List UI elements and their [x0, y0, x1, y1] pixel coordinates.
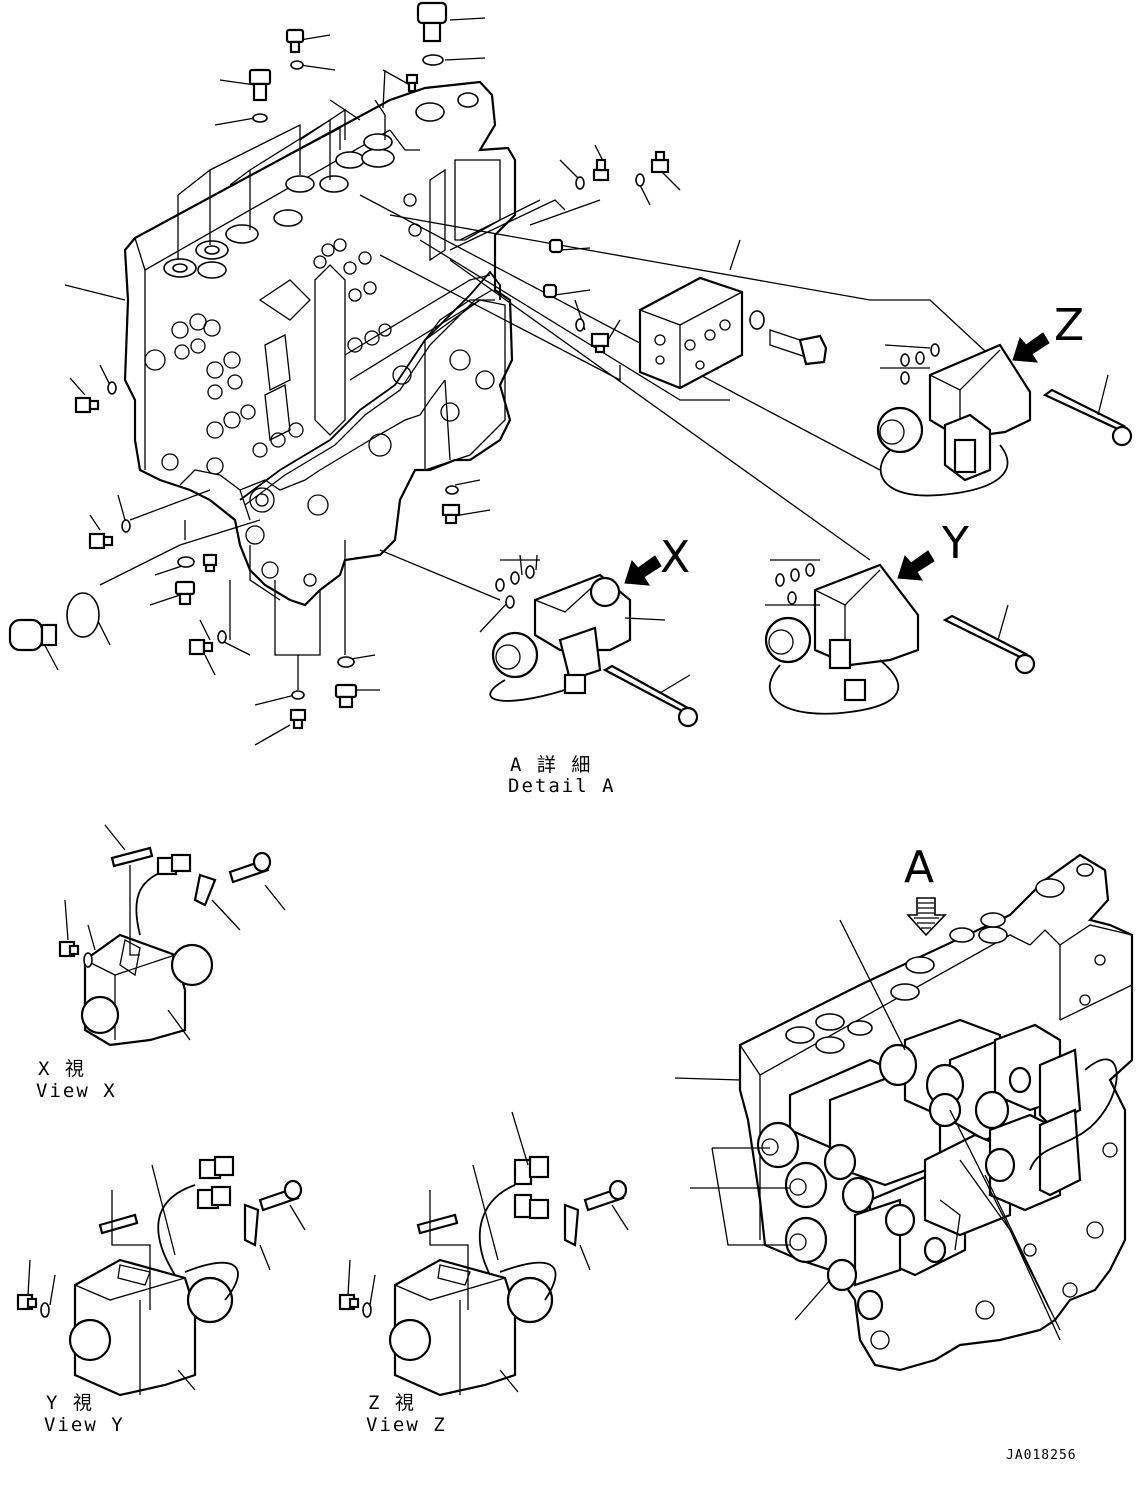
bolt-icon: [202, 553, 218, 573]
bolt-icon: [285, 28, 305, 54]
o-ring-icon: [291, 690, 305, 700]
view-arrow-label-z: Z: [1054, 300, 1085, 351]
thick-black-arrow-icon: [624, 555, 662, 586]
o-ring-icon: [575, 318, 585, 332]
bolt-icon: [8, 618, 58, 652]
section-arrow-label-a: A: [904, 842, 935, 893]
o-ring-icon: [422, 54, 444, 66]
o-ring-icon: [290, 60, 304, 70]
block-valve: [638, 276, 828, 390]
o-ring-icon: [445, 485, 459, 495]
bolt-icon: [74, 396, 100, 414]
bolt-icon: [650, 150, 670, 174]
assembled-valve-view: [674, 853, 1134, 1372]
solenoid-y: [764, 559, 1036, 715]
detail-a-caption-jp: A 詳 細: [510, 754, 593, 776]
detail-a-caption-en: Detail A: [508, 775, 616, 797]
bolt-icon: [416, 1, 448, 43]
o-ring-icon: [337, 656, 355, 668]
bolt-icon: [441, 503, 461, 525]
o-ring-icon: [121, 519, 131, 533]
view-arrow-label-x: X: [660, 532, 691, 583]
bolt-icon: [592, 158, 610, 182]
bolt-icon: [334, 683, 358, 709]
hatched-arrow-icon: [906, 897, 947, 937]
view-y-caption-en: View Y: [44, 1414, 125, 1436]
view-x-caption-jp: X 視: [38, 1058, 86, 1080]
bolt-icon: [542, 283, 558, 299]
bolt-icon: [590, 332, 610, 354]
fasteners-main: [8, 1, 670, 730]
bolt-icon: [88, 532, 114, 550]
view-y-assembly: [16, 1155, 306, 1397]
view-z-assembly: [338, 1111, 629, 1397]
o-ring-icon: [177, 556, 195, 568]
bolt-icon: [289, 708, 307, 730]
bolt-icon: [248, 68, 272, 102]
o-ring-icon: [635, 173, 645, 187]
thick-black-arrow-icon: [1012, 332, 1050, 363]
o-ring-icon: [749, 310, 765, 330]
o-ring-icon: [217, 630, 227, 644]
o-ring-icon: [66, 592, 100, 638]
thick-black-arrow-icon: [897, 550, 935, 581]
bolt-icon: [174, 580, 196, 606]
view-y-caption-jp: Y 視: [46, 1392, 94, 1414]
main-valve-body: [123, 80, 517, 607]
solenoid-x: [479, 554, 699, 728]
bolt-icon: [548, 238, 564, 254]
o-ring-icon: [575, 176, 585, 190]
o-ring-icon: [252, 113, 268, 123]
view-z-caption-en: View Z: [366, 1414, 447, 1436]
view-x-assembly: [58, 824, 286, 1047]
view-x-caption-en: View X: [36, 1080, 117, 1102]
o-ring-icon: [107, 381, 117, 395]
bolt-icon: [405, 73, 419, 93]
bolt-icon: [188, 638, 214, 656]
view-z-caption-jp: Z 視: [368, 1392, 416, 1414]
drawing-code: JA018256: [1006, 1448, 1077, 1463]
view-arrow-label-y: Y: [942, 518, 969, 569]
solenoid-z: [876, 343, 1133, 497]
